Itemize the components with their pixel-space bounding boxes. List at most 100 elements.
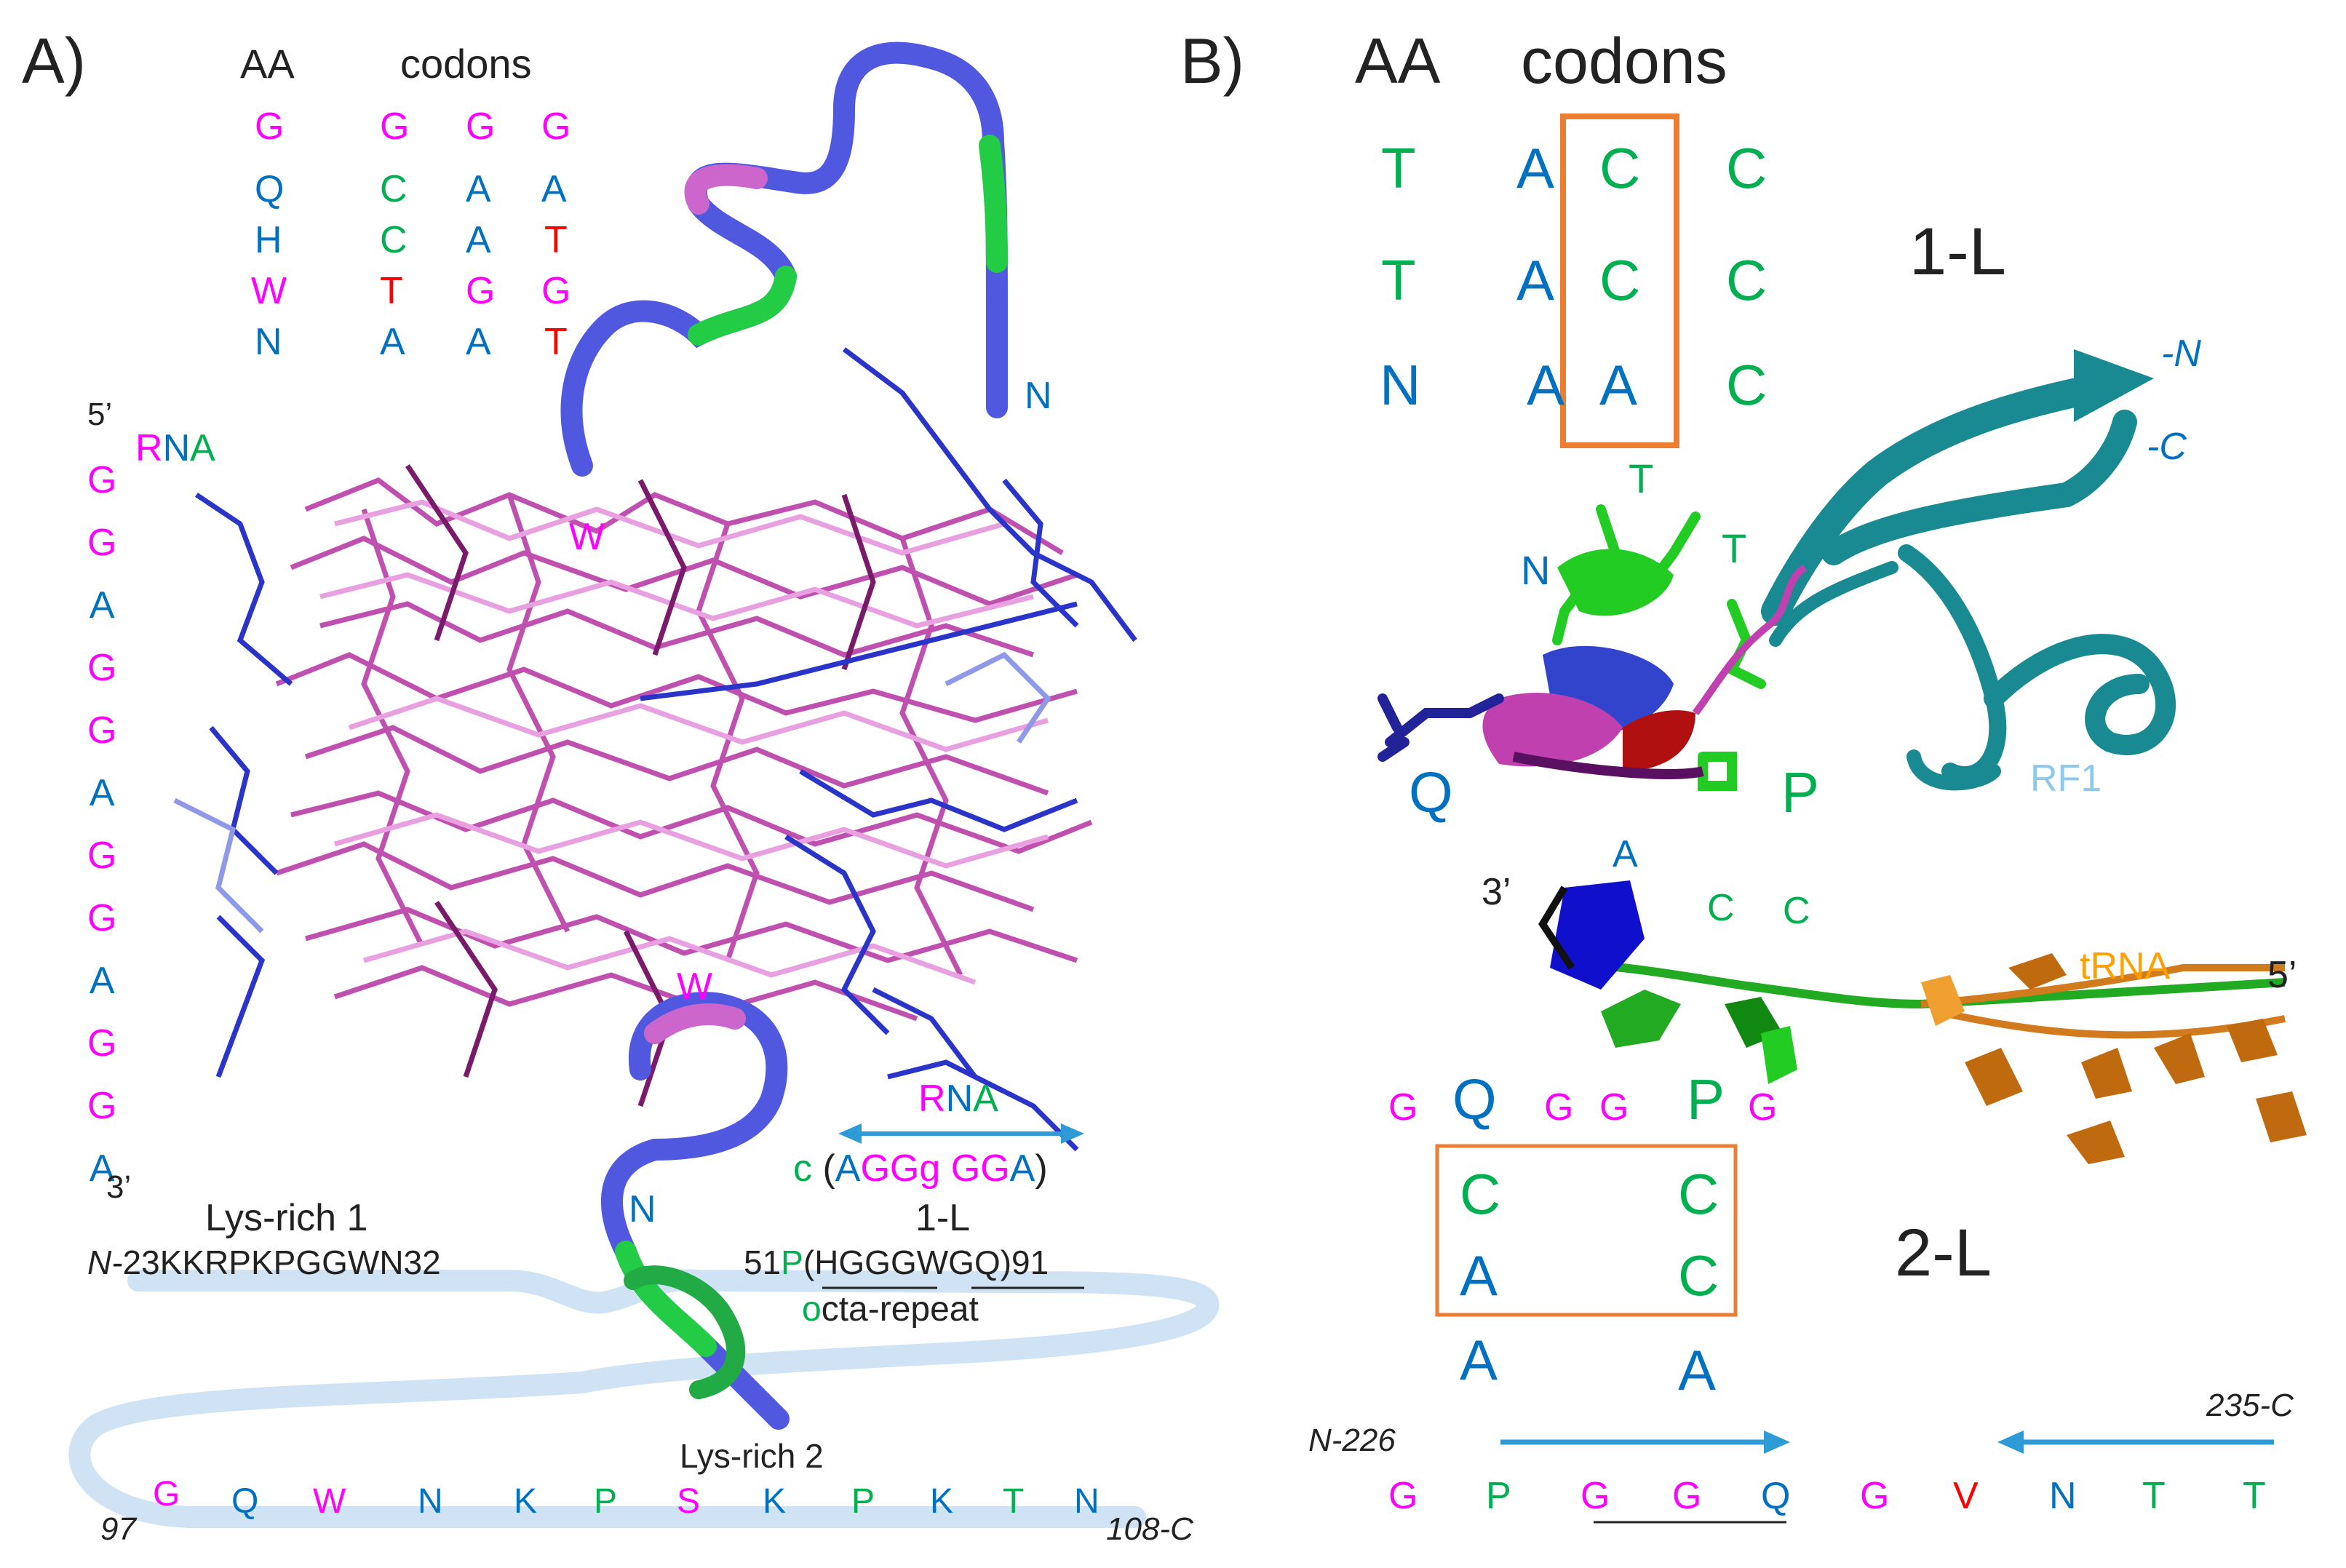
bseq-10: T bbox=[2243, 1475, 2266, 1517]
w-lower-label: W bbox=[677, 966, 713, 1008]
row-aa-6: G bbox=[1748, 1086, 1778, 1129]
codon-a1-3: C bbox=[380, 219, 407, 261]
bottom-aa-3: W bbox=[313, 1482, 346, 1521]
aa-b-3: N bbox=[1380, 353, 1421, 417]
row-aa-1: G bbox=[1388, 1086, 1418, 1129]
arrow-right-head bbox=[1764, 1430, 1790, 1454]
rna-sequence: G G A G G A G G A G G A bbox=[87, 459, 117, 1190]
bottom-end: 108-C bbox=[1106, 1511, 1193, 1547]
panel-b-label: B) bbox=[1180, 25, 1244, 97]
lys-rich-1-label: Lys-rich 1 bbox=[205, 1197, 368, 1239]
loop-1L-structure bbox=[1377, 504, 1808, 791]
aa-header-b: AA bbox=[1355, 25, 1441, 97]
aa-b-2: T bbox=[1381, 248, 1416, 312]
codon-a1-4: T bbox=[380, 270, 403, 312]
rf1-label: RF1 bbox=[2030, 757, 2102, 800]
top-tube-green-2 bbox=[979, 135, 1008, 273]
row-aa-3: G bbox=[1544, 1086, 1574, 1129]
bottom-aa-4: N bbox=[418, 1482, 443, 1521]
rna-sequence-right: c (AGGg GGA) bbox=[793, 1147, 1048, 1190]
lower-n-label: N bbox=[629, 1188, 656, 1230]
codon-a2-3: A bbox=[466, 219, 491, 261]
codon-b3-2: C bbox=[1726, 248, 1768, 312]
rna-arrow-head-left bbox=[838, 1123, 862, 1144]
bottom-aa-6: P bbox=[594, 1482, 618, 1521]
bseq-6: G bbox=[1860, 1475, 1890, 1517]
codon-a1-5: A bbox=[380, 321, 405, 363]
bottom-aa-9: P bbox=[851, 1482, 875, 1521]
trna-c2: C bbox=[1783, 890, 1810, 932]
rf1-ribbon bbox=[1761, 349, 2176, 791]
rna-label-right: RNA bbox=[918, 1078, 998, 1120]
codon-a3-2: A bbox=[541, 168, 567, 210]
box2-left-2: A bbox=[1460, 1243, 1498, 1308]
struct-p: P bbox=[1781, 760, 1820, 824]
top-n-label: N bbox=[1025, 375, 1052, 417]
bseq-4: G bbox=[1672, 1475, 1702, 1517]
codon-b1-1: A bbox=[1516, 136, 1555, 200]
codon-box-2L bbox=[1435, 1144, 1738, 1317]
bottom-aa-2: Q bbox=[231, 1482, 259, 1521]
codon-box-1L bbox=[1560, 114, 1679, 448]
trna-label: tRNA bbox=[2080, 945, 2171, 987]
loop-1L-label-a: 1-L bbox=[915, 1197, 971, 1239]
n226-label: N-226 bbox=[1308, 1422, 1396, 1458]
codon-a2-1: G bbox=[466, 106, 496, 148]
codons-header-b: codons bbox=[1521, 25, 1727, 97]
bseq-8: N bbox=[2049, 1475, 2077, 1517]
bottom-aa-12: N bbox=[1074, 1482, 1100, 1521]
struct-t2: T bbox=[1722, 525, 1747, 571]
codon-b2-3: A bbox=[1599, 353, 1638, 417]
trna-5prime: 5’ bbox=[2267, 954, 2297, 996]
aa-4: W bbox=[251, 270, 287, 312]
lys-rich-2-label: Lys-rich 2 bbox=[680, 1437, 824, 1475]
panel-a-label: A) bbox=[22, 25, 86, 97]
bottom-start: 97 bbox=[100, 1511, 136, 1547]
loop-1L-label-b: 1-L bbox=[1909, 215, 2006, 289]
aa-3: H bbox=[255, 219, 282, 261]
top-tube-green-1 bbox=[688, 266, 797, 346]
lower-tube-green bbox=[615, 1241, 717, 1357]
below-box-1: A bbox=[1460, 1328, 1498, 1392]
rna-3prime: 3’ bbox=[106, 1169, 132, 1205]
codon-b3-3: C bbox=[1726, 353, 1768, 417]
struct-q: Q bbox=[1409, 760, 1453, 824]
rna-arrow-head-right bbox=[1061, 1123, 1084, 1144]
trna-3prime: 3’ bbox=[1482, 871, 1511, 913]
box2-right-2: C bbox=[1678, 1243, 1719, 1308]
codon-a1-2: C bbox=[380, 168, 407, 210]
octa-seq: 51P(HGGGWGQ)91 bbox=[744, 1243, 1049, 1281]
bseq-9: T bbox=[2142, 1475, 2166, 1517]
bottom-aa-8: K bbox=[763, 1482, 787, 1521]
rf1-nterm: -N bbox=[2161, 333, 2201, 375]
bseq-1: G bbox=[1388, 1475, 1418, 1517]
box2-right-1: C bbox=[1678, 1162, 1719, 1226]
codon-b1-3: A bbox=[1527, 353, 1565, 417]
struct-n: N bbox=[1521, 547, 1551, 593]
codon-b2-1: C bbox=[1599, 136, 1641, 200]
codon-a3-1: G bbox=[541, 106, 571, 148]
codon-a3-4: G bbox=[541, 270, 571, 312]
codon-b3-1: C bbox=[1726, 136, 1768, 200]
bseq-5: Q bbox=[1761, 1475, 1791, 1517]
lys-rich-1-seq: N-23KKRPKPGGWN32 bbox=[87, 1243, 441, 1281]
octa-repeat-label: octa-repeat bbox=[802, 1290, 979, 1329]
trna-structure bbox=[1538, 880, 2307, 1164]
arrow-left-head bbox=[1997, 1430, 2024, 1454]
trna-a: A bbox=[1613, 833, 1638, 875]
bottom-aa-7: S bbox=[677, 1482, 701, 1521]
aa-1: G bbox=[255, 106, 285, 148]
bottom-aa-5: K bbox=[514, 1482, 538, 1521]
top-tube bbox=[560, 41, 1008, 477]
codon-a3-3: T bbox=[544, 219, 568, 261]
loop-2L-label: 2-L bbox=[1895, 1216, 1992, 1290]
bseq-3: G bbox=[1580, 1475, 1610, 1517]
codon-a2-5: A bbox=[466, 321, 491, 363]
aa-2: Q bbox=[255, 168, 285, 210]
codon-b1-2: A bbox=[1516, 248, 1555, 312]
codon-a2-4: G bbox=[466, 270, 496, 312]
bseq-2: P bbox=[1486, 1475, 1511, 1517]
box2-left-1: C bbox=[1460, 1162, 1501, 1226]
